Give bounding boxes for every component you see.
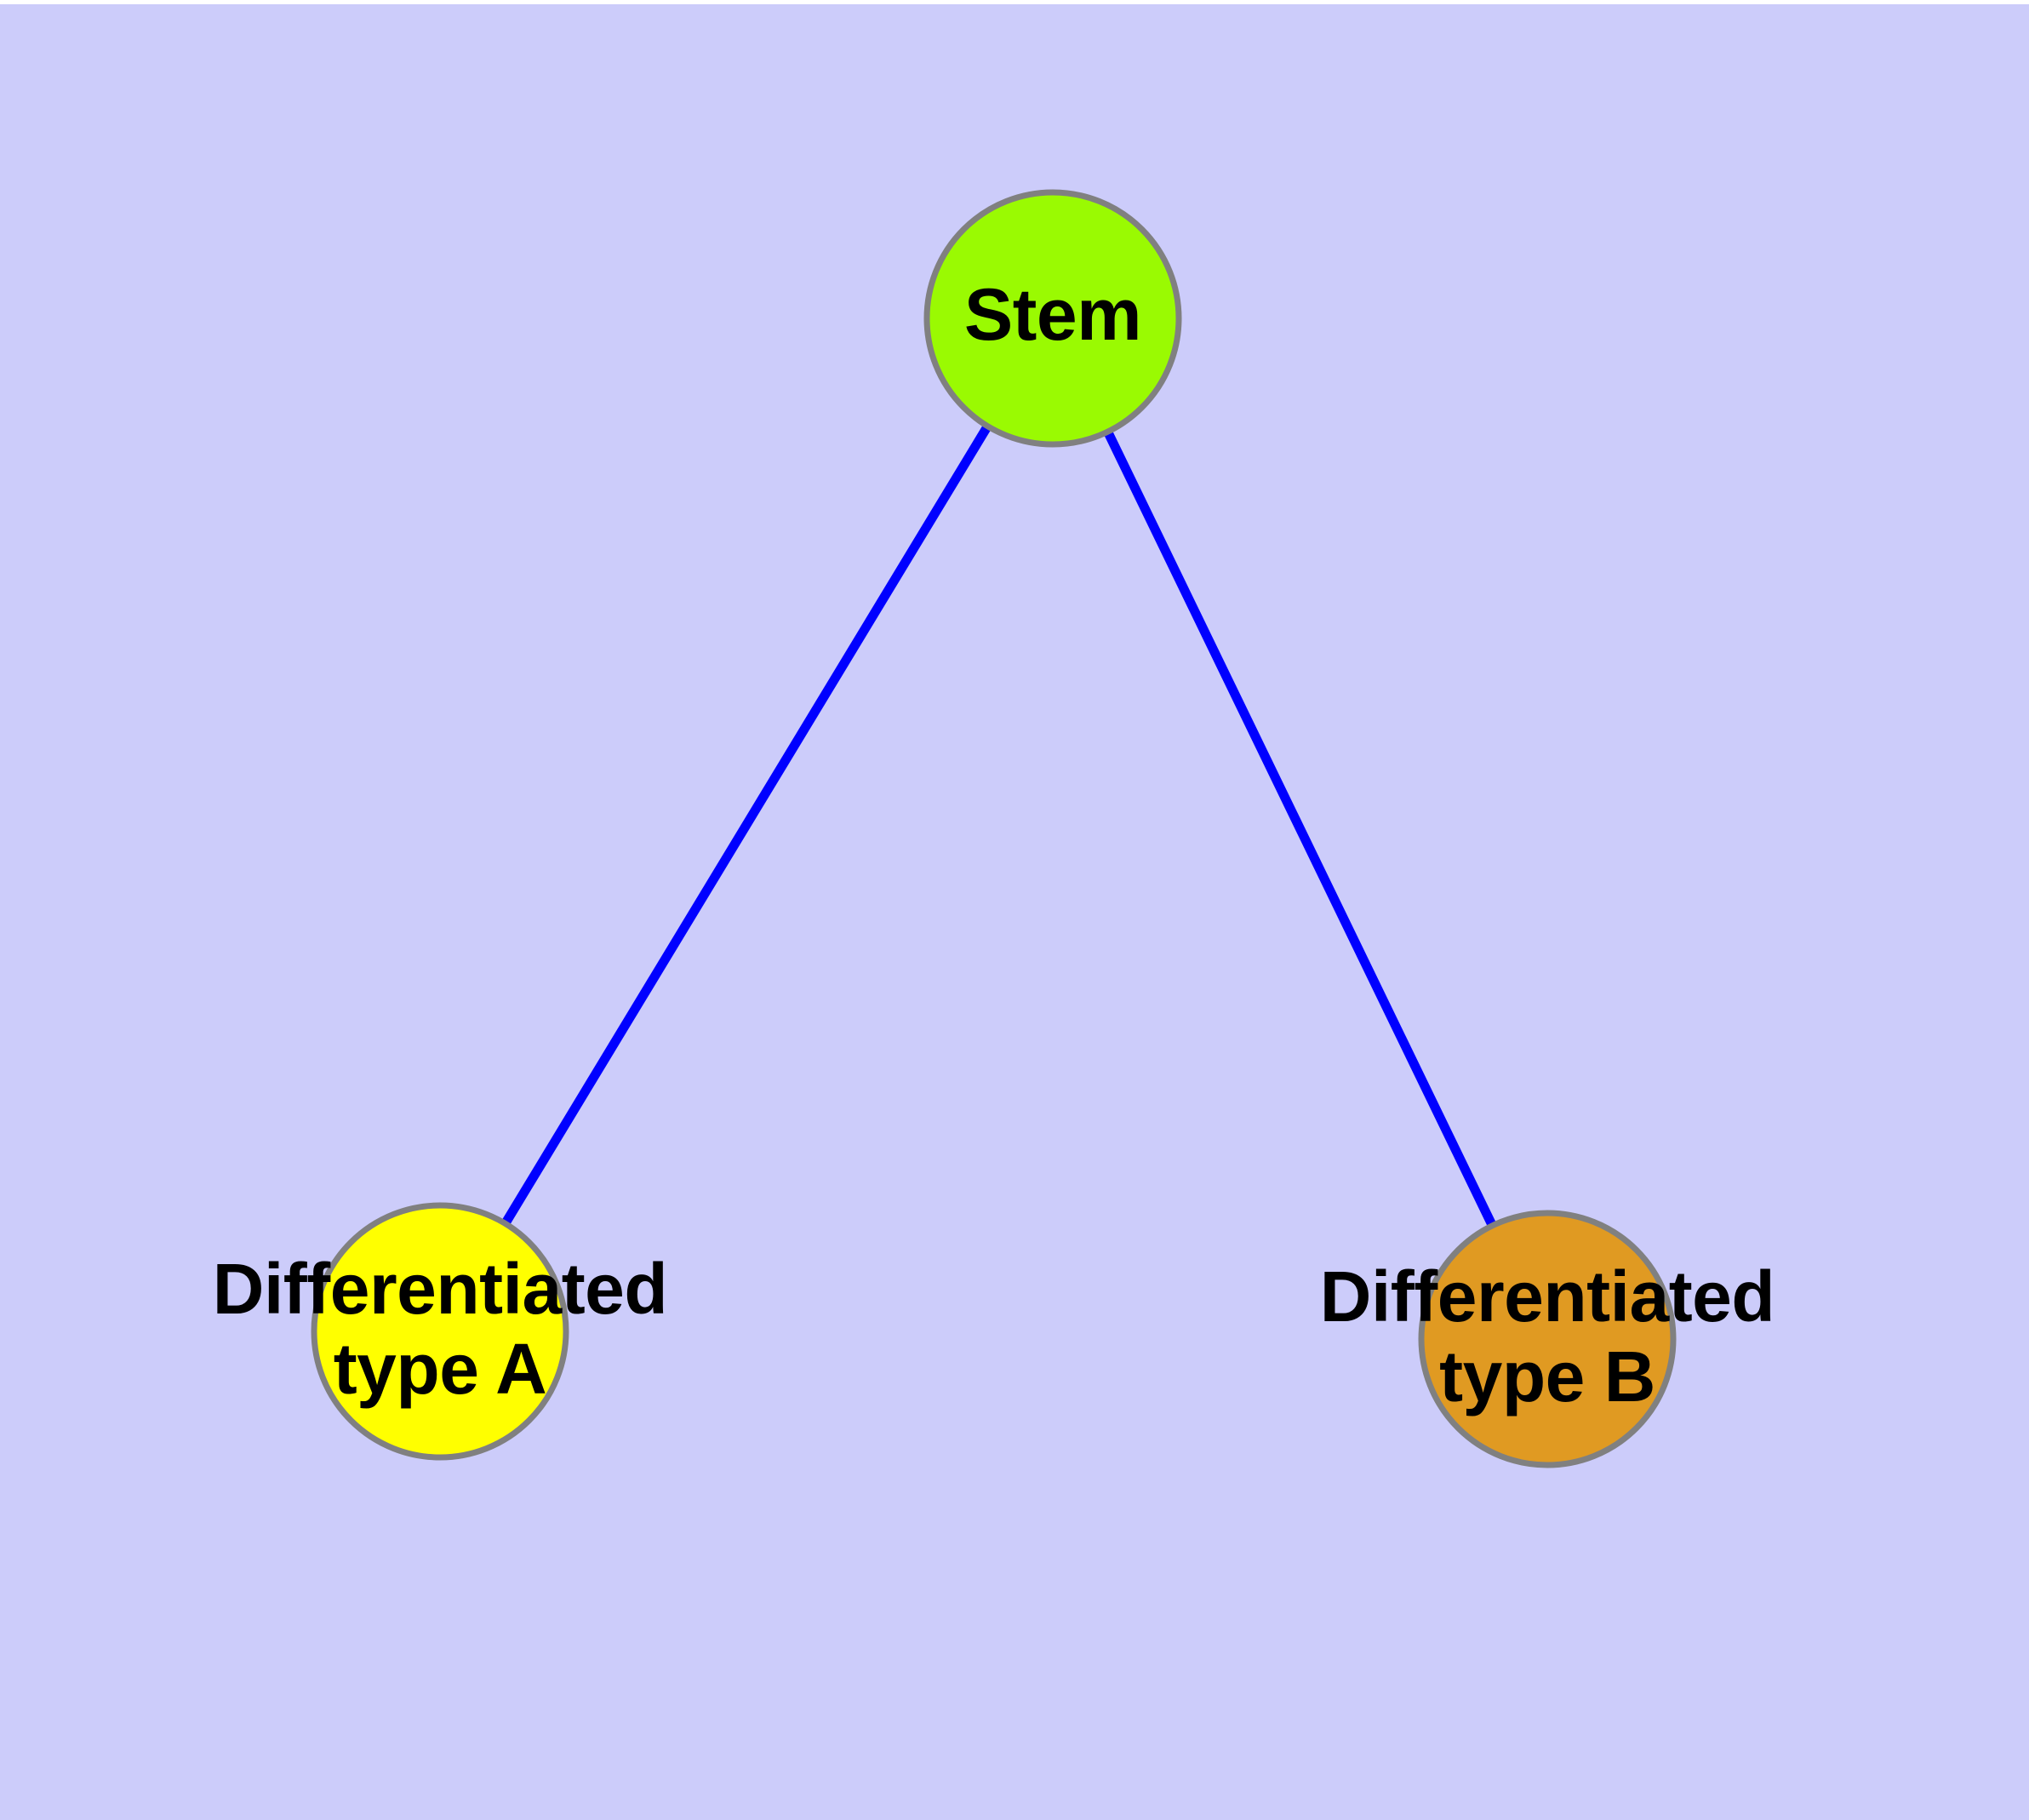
edge-stem-to-differentiated-type-a [436,316,1057,1334]
node-differentiated-type-a[interactable] [311,1202,569,1461]
edge-layer [436,316,1552,1342]
edge-stem-to-differentiated-type-b [1049,316,1552,1342]
node-layer [311,189,1677,1468]
node-stem[interactable] [923,189,1182,448]
node-differentiated-type-b[interactable] [1418,1210,1677,1468]
